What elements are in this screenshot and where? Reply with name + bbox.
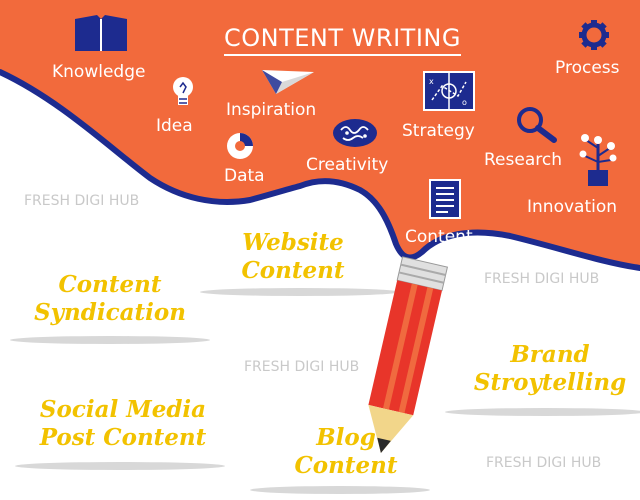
watermark-text: FRESH DIGI HUB: [484, 271, 600, 287]
watermark-text: FRESH DIGI HUB: [244, 359, 360, 375]
website-shadow: [200, 288, 400, 296]
paper-plane-icon: [262, 70, 314, 94]
svg-text:o: o: [462, 98, 467, 107]
topic-blog-content: Blog Content: [286, 424, 406, 480]
magnifier-icon: [517, 107, 557, 143]
label-innovation: Innovation: [527, 197, 618, 217]
social-shadow: [15, 462, 225, 470]
topic-website-content: Website Content: [228, 229, 358, 285]
svg-text:x: x: [429, 77, 434, 86]
topic-line: Content: [58, 271, 162, 298]
topic-content-syndication: Content Syndication: [20, 271, 200, 327]
label-idea: Idea: [156, 116, 193, 136]
label-knowledge: Knowledge: [52, 62, 146, 82]
pencil-icon: [368, 256, 449, 453]
blog-shadow: [250, 486, 430, 494]
topic-line: Syndication: [34, 299, 186, 326]
topic-line: Content: [241, 257, 345, 284]
topic-line: Blog: [316, 424, 376, 451]
label-strategy: Strategy: [402, 121, 475, 141]
topic-line: Website: [242, 229, 344, 256]
topic-social-media: Social Media Post Content: [28, 396, 218, 452]
topic-brand-storytelling: Brand Stroytelling: [470, 341, 630, 397]
document-icon: [429, 179, 461, 219]
topic-line: Stroytelling: [473, 369, 627, 396]
topic-line: Social Media: [39, 396, 207, 423]
label-process: Process: [555, 58, 620, 78]
watermark-text: FRESH DIGI HUB: [486, 455, 602, 471]
brand-shadow: [445, 408, 640, 416]
lightbulb-icon: [173, 77, 193, 105]
topic-line: Post Content: [39, 424, 207, 451]
label-research: Research: [484, 150, 562, 170]
watermark-text: FRESH DIGI HUB: [24, 193, 140, 209]
syndication-shadow: [10, 336, 210, 344]
orange-banner-shape: [0, 0, 640, 268]
label-data: Data: [224, 166, 265, 186]
brain-icon: [333, 119, 377, 147]
page-title: CONTENT WRITING: [224, 24, 461, 56]
pie-chart-icon: [227, 133, 253, 159]
topic-line: Brand: [510, 341, 590, 368]
strategy-board-icon: x o: [423, 71, 475, 111]
book-icon: [75, 15, 127, 51]
idea-plant-icon: [579, 134, 617, 186]
label-creativity: Creativity: [306, 155, 389, 175]
topic-line: Content: [294, 452, 398, 479]
label-content: Content: [405, 227, 473, 247]
label-inspiration: Inspiration: [226, 100, 317, 120]
navy-wave-line: [0, 69, 640, 271]
